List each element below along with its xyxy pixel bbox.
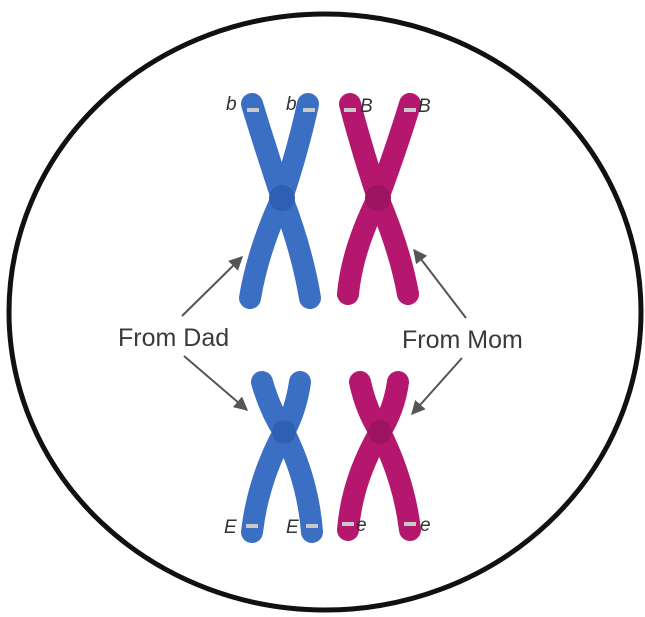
arrow-dad-to-bottom — [184, 356, 247, 410]
label-from-mom: From Mom — [402, 326, 523, 354]
chromosome-dad-top — [247, 104, 315, 298]
chromosome-mom-bottom — [342, 382, 416, 530]
gene-label-top-dad-right: b — [286, 94, 297, 115]
cell-outline — [9, 14, 641, 610]
gene-label-bottom-dad-right: E — [286, 517, 299, 538]
gene-label-top-dad-left: b — [226, 94, 237, 115]
label-from-dad: From Dad — [118, 324, 229, 352]
gene-label-top-mom-left: B — [360, 96, 373, 117]
chromosome-dad-bottom — [246, 382, 318, 532]
gene-label-bottom-mom-left: e — [356, 515, 367, 536]
gene-label-bottom-dad-left: E — [224, 517, 237, 538]
gene-label-top-mom-right: B — [418, 96, 431, 117]
arrow-mom-to-bottom — [412, 358, 462, 414]
chromosome-mom-top — [344, 104, 416, 294]
arrow-mom-to-top — [414, 250, 466, 318]
gene-label-bottom-mom-right: e — [420, 515, 431, 536]
arrow-dad-to-top — [182, 257, 242, 316]
